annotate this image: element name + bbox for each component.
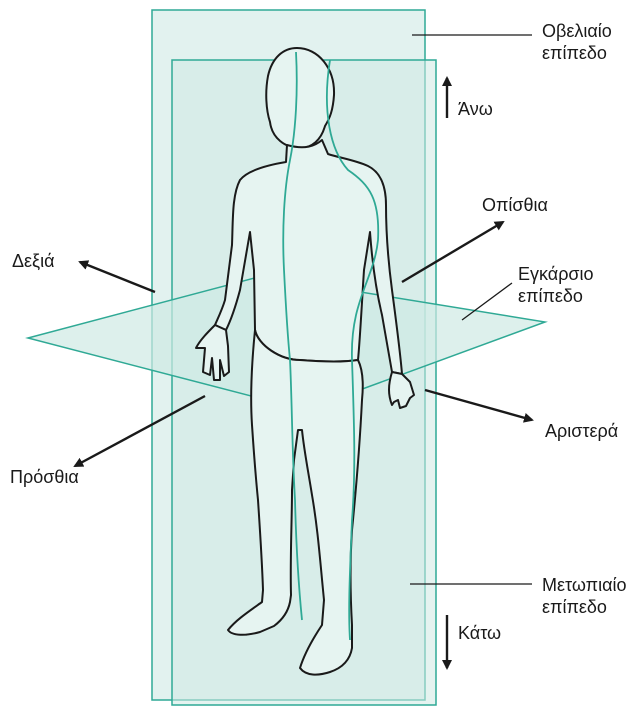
sagittal-plane-label: Οβελιαίο επίπεδο: [542, 20, 612, 64]
right-label: Δεξιά: [12, 250, 55, 272]
posterior-label: Οπίσθια: [482, 194, 548, 216]
right-arrow: [80, 262, 155, 292]
anterior-label: Πρόσθια: [10, 466, 79, 488]
superior-label: Άνω: [458, 98, 493, 120]
left-arrow: [425, 390, 532, 420]
frontal-plane-label: Μετωπιαίο επίπεδο: [542, 574, 627, 618]
transverse-plane-label: Εγκάρσιο επίπεδο: [518, 263, 594, 307]
inferior-label: Κάτω: [458, 622, 501, 644]
left-label: Αριστερά: [545, 420, 618, 442]
